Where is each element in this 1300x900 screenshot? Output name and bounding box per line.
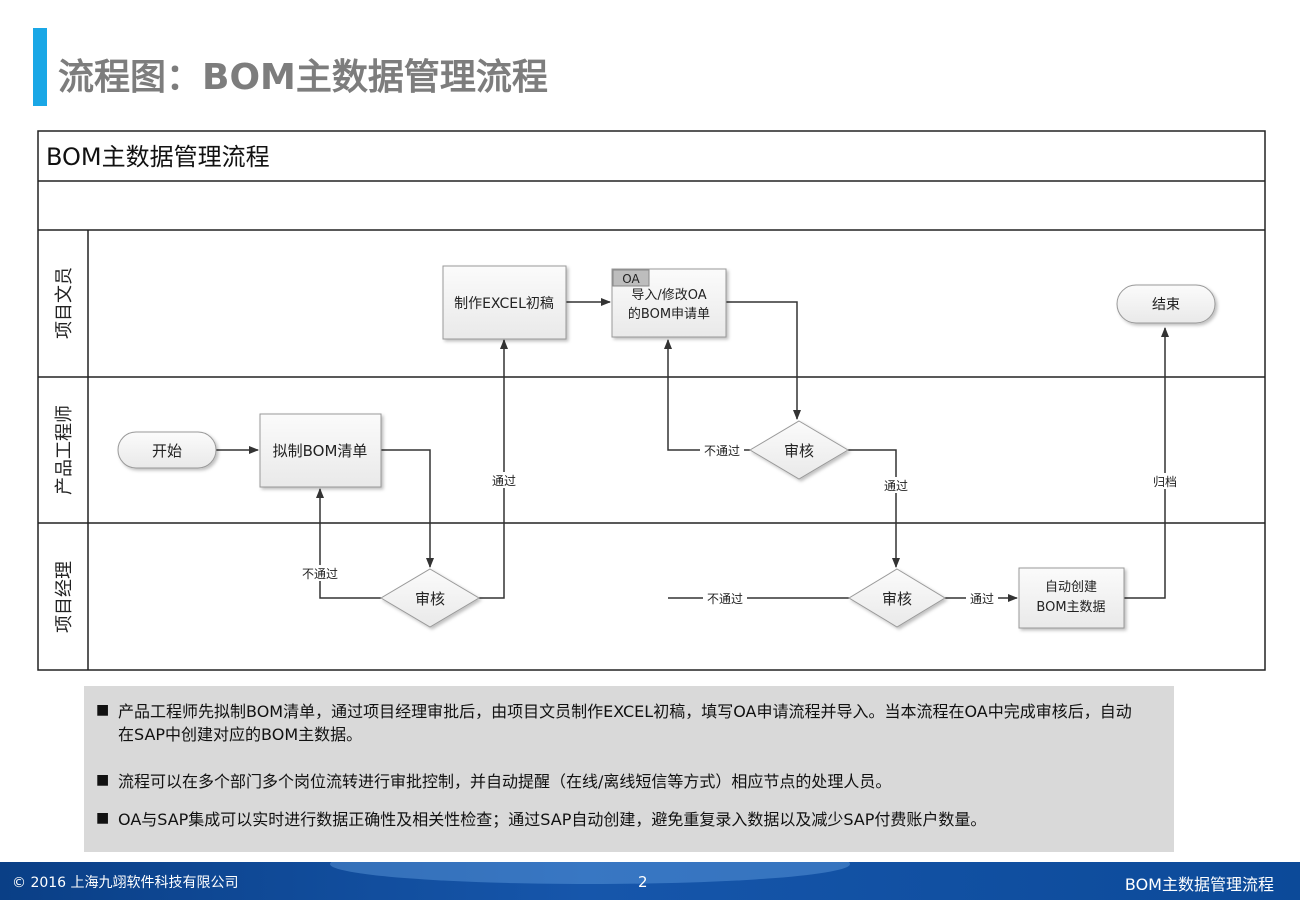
oa-import-label-1: 导入/修改OA [631,288,706,303]
excel-draft-box [442,265,567,340]
footer-bar: © 2016 上海九翊软件科技有限公司 2 BOM主数据管理流程 [0,862,1300,900]
square-bullet-icon: ■ [96,772,110,788]
review-pm-1-label: 审核 [415,590,445,608]
note-text: 产品工程师先拟制BOM清单，通过项目经理审批后，由项目文员制作EXCEL初稿，填… [118,702,1132,745]
notes-panel: ■ 产品工程师先拟制BOM清单，通过项目经理审批后，由项目文员制作EXCEL初稿… [84,686,1174,852]
start-label: 开始 [152,442,182,460]
draft-bom-box [259,413,382,488]
diagram-title: BOM主数据管理流程 [46,143,270,171]
note-item: ■ OA与SAP集成可以实时进行数据正确性及相关性检查；通过SAP自动创建，避免… [96,808,1136,831]
end-node [1116,284,1216,324]
auto-create-label-2: BOM主数据 [1036,600,1105,615]
lane-label-clerk: 项目文员 [54,267,75,339]
edge-label-fail-3: 不通过 [707,592,743,606]
edge-label-pass-1: 通过 [492,474,516,488]
footer-title: BOM主数据管理流程 [1124,875,1274,894]
title-accent-bar [33,28,47,106]
review-eng-diamond [749,420,849,480]
square-bullet-icon: ■ [96,702,110,718]
note-item: ■ 产品工程师先拟制BOM清单，通过项目经理审批后，由项目文员制作EXCEL初稿… [96,700,1136,746]
edge-label-fail-1: 不通过 [302,567,338,581]
draft-bom-label: 拟制BOM清单 [273,442,368,460]
start-node [117,431,217,469]
excel-draft-label: 制作EXCEL初稿 [454,295,554,312]
edge-label-pass-2: 通过 [884,479,908,493]
note-text: 流程可以在多个部门多个岗位流转进行审批控制，并自动提醒（在线/离线短信等方式）相… [118,772,892,791]
oa-tag [612,269,650,287]
oa-import-label-2: 的BOM申请单 [628,306,710,322]
edge-label-archive: 归档 [1153,475,1177,489]
review-pm-2-label: 审核 [882,590,912,608]
review-eng-label: 审核 [784,442,814,460]
footer-copyright: © 2016 上海九翊软件科技有限公司 [12,875,239,891]
note-text: OA与SAP集成可以实时进行数据正确性及相关性检查；通过SAP自动创建，避免重复… [118,810,987,829]
edge-label-fail-2: 不通过 [704,444,740,458]
auto-create-label-1: 自动创建 [1045,580,1097,595]
lane-label-engineer: 产品工程师 [54,405,75,495]
note-item: ■ 流程可以在多个部门多个岗位流转进行审批控制，并自动提醒（在线/离线短信等方式… [96,770,1136,793]
footer-page-number: 2 [638,873,648,891]
review-pm-2-diamond [848,568,946,628]
end-label: 结束 [1152,297,1180,313]
auto-create-box [1018,567,1125,629]
review-pm-1-diamond [380,568,480,628]
edge-label-pass-3: 通过 [970,592,994,606]
oa-tag-label: OA [622,272,640,286]
footer-swoosh [330,862,850,884]
square-bullet-icon: ■ [96,810,110,826]
page-title: 流程图：BOM主数据管理流程 [58,57,548,98]
lane-label-pm: 项目经理 [54,561,75,633]
